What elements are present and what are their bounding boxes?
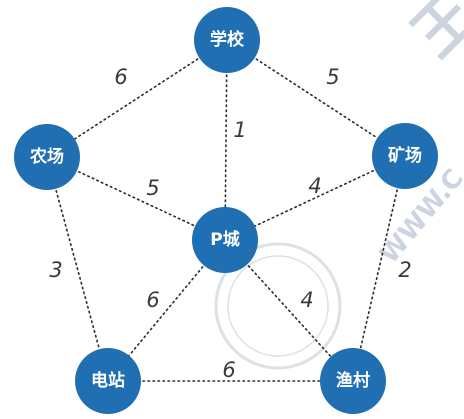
node-circle-mine — [372, 123, 438, 189]
node-label-city: P城 — [210, 230, 239, 250]
node-school: 学校 — [194, 7, 260, 73]
edge-mine-city — [224, 155, 406, 241]
edge-weight-school-farm: 6 — [114, 65, 127, 89]
node-label-power: 电站 — [91, 370, 125, 391]
edge-weight-mine-city: 4 — [308, 174, 321, 198]
node-label-school: 学校 — [210, 29, 245, 50]
node-circle-farm — [14, 124, 80, 190]
edge-weight-city-power: 6 — [146, 288, 159, 312]
watermark-logo: 王 — [399, 0, 464, 71]
node-circle-school — [194, 7, 260, 73]
node-city: P城 — [192, 207, 258, 273]
edge-farm-power — [46, 156, 109, 382]
node-label-fishing: 渔村 — [336, 370, 370, 391]
node-label-mine: 矿场 — [388, 145, 422, 166]
edge-weight-farm-power: 3 — [49, 258, 62, 282]
node-circle-power — [75, 348, 141, 414]
node-farm: 农场 — [14, 124, 80, 190]
node-power: 电站 — [75, 348, 141, 414]
edge-school-mine — [226, 39, 406, 157]
edge-weight-city-fishing: 4 — [300, 288, 313, 312]
node-mine: 矿场 — [372, 123, 438, 189]
edge-weight-farm-city: 5 — [146, 176, 159, 200]
edge-weight-mine-fishing: 2 — [398, 258, 411, 282]
edge-mine-fishing — [352, 155, 406, 382]
edge-weight-school-mine: 5 — [326, 65, 339, 89]
node-label-farm: 农场 — [29, 146, 64, 167]
node-fishing: 渔村 — [320, 348, 386, 414]
node-circle-fishing — [320, 348, 386, 414]
edge-weight-school-city: 1 — [233, 118, 246, 142]
node-circle-city — [192, 207, 258, 273]
edge-weight-power-fishing: 6 — [222, 358, 235, 382]
edge-school-city — [224, 39, 228, 241]
edge-labels-layer: 6 5 1 5 4 3 2 6 4 6 — [49, 65, 411, 382]
edge-school-farm — [46, 39, 228, 158]
